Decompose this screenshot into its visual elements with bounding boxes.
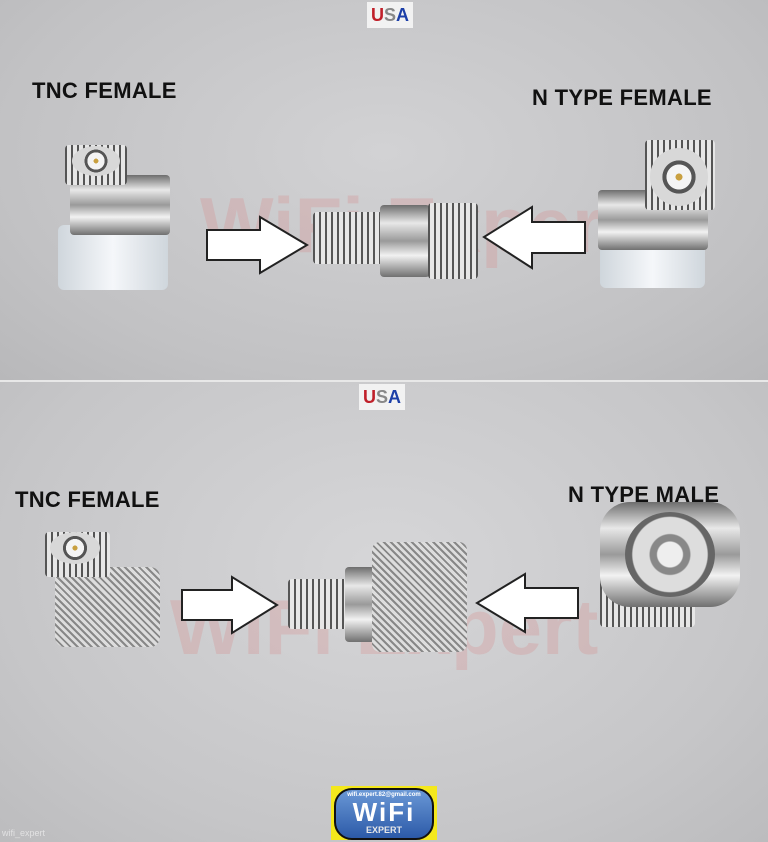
arrow-left-icon <box>475 572 579 634</box>
arrow-right-icon <box>181 575 279 635</box>
usa-badge: USA <box>359 384 405 410</box>
logo-expert-text: EXPERT <box>365 825 402 835</box>
top-photo-panel: WiFi Expert USA TNC FEMALE N TYPE FEMALE <box>0 0 768 380</box>
arrow-left-icon <box>482 205 586 270</box>
logo-wifi-text: WiFi <box>352 797 416 827</box>
right-connector-label: N TYPE FEMALE <box>532 85 712 110</box>
arrow-right-icon <box>206 215 309 275</box>
logo-pill: wifi.expert.82@gmail.com WiFi EXPERT <box>334 788 434 840</box>
left-connector-label: TNC FEMALE <box>32 78 177 103</box>
bottom-photo-panel: WiFi Expert USA TNC FEMALE N TYPE MALE <box>0 380 768 842</box>
wifi-expert-logo: wifi.expert.82@gmail.com WiFi EXPERT <box>331 786 437 840</box>
left-connector-label: TNC FEMALE <box>15 487 160 512</box>
credit-watermark: wifi_expert <box>2 828 46 838</box>
logo-email: wifi.expert.82@gmail.com <box>347 792 421 798</box>
usa-badge: USA <box>367 2 413 28</box>
